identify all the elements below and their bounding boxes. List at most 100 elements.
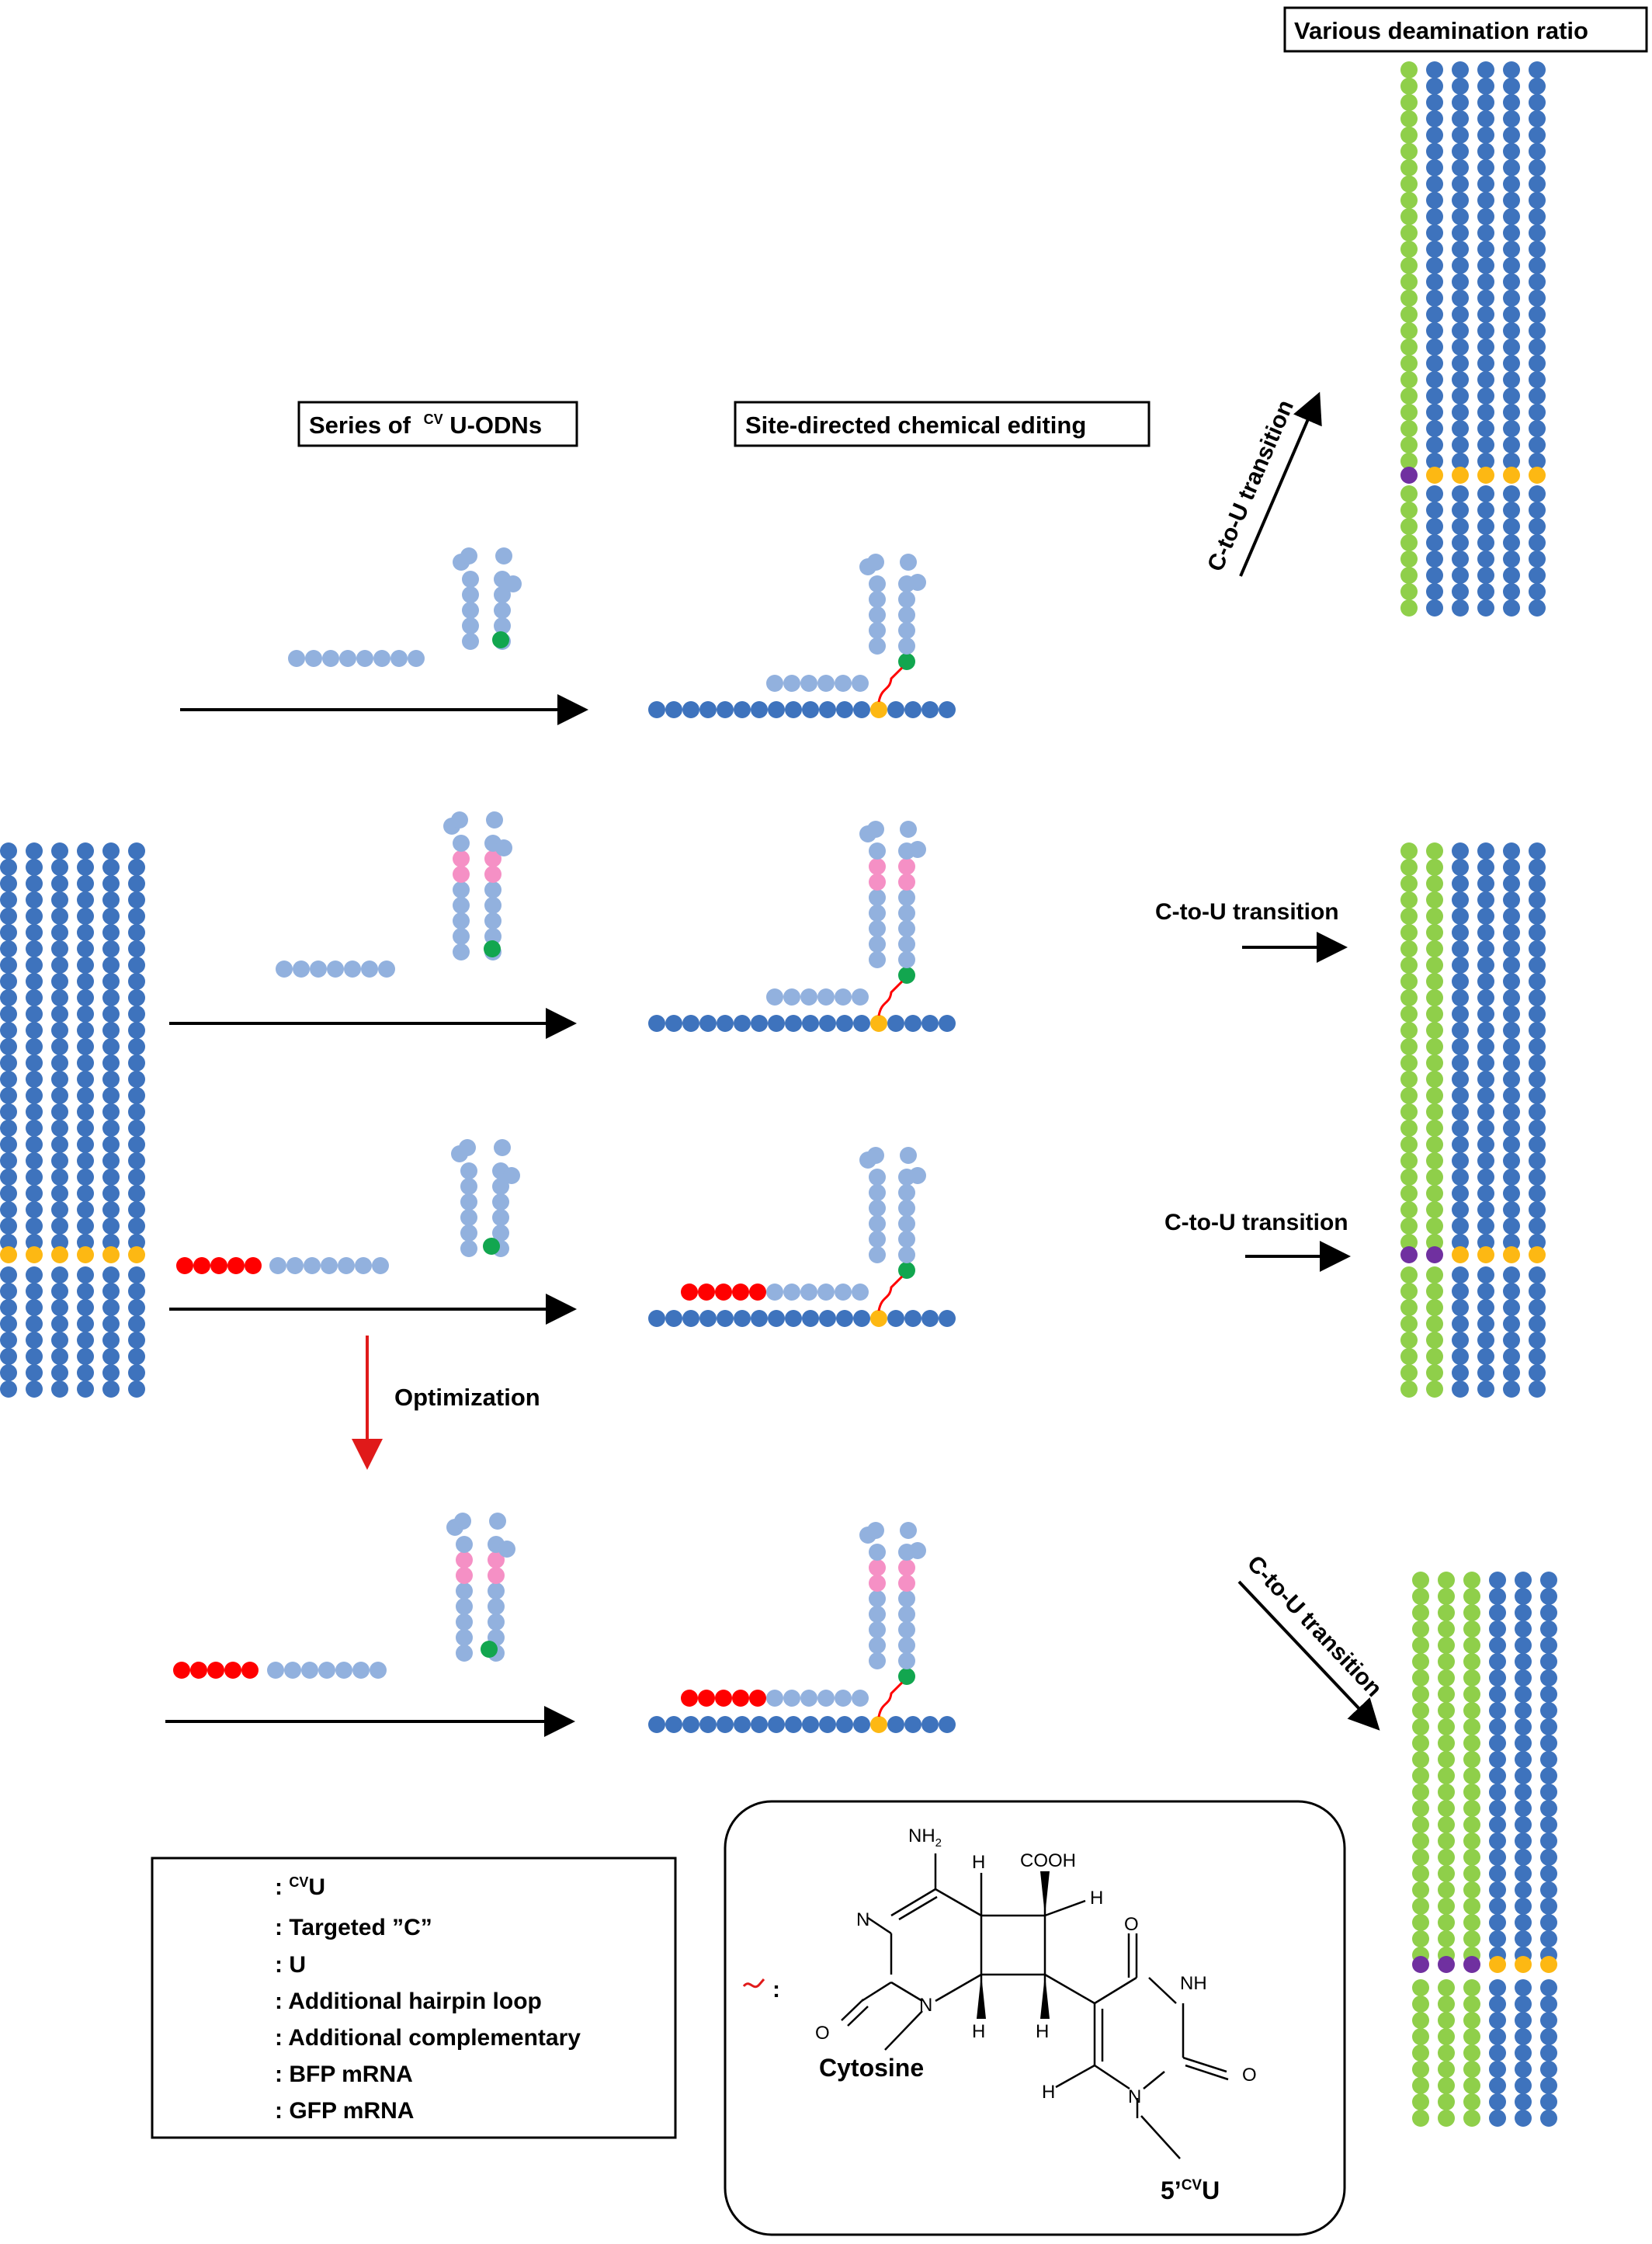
gfp-nucleotide	[1477, 1006, 1494, 1023]
nucleotide-dot	[867, 554, 884, 571]
gfp-nucleotide	[0, 842, 17, 860]
nucleotide-dot	[344, 960, 361, 978]
gfp-nucleotide	[1477, 241, 1494, 258]
bfp-nucleotide	[1400, 940, 1418, 957]
hairpin-nucleotide	[898, 858, 915, 875]
legend-u: : U	[275, 1952, 306, 1978]
targeted-c-nucleotide	[1503, 467, 1520, 484]
gfp-nucleotide	[1477, 1071, 1494, 1088]
gfp-nucleotide	[77, 1022, 94, 1039]
bfp-nucleotide	[1463, 1637, 1480, 1654]
oligo-dots-layer	[0, 61, 1557, 2127]
nucleotide-dot	[835, 1284, 852, 1301]
gfp-nucleotide	[77, 842, 94, 860]
gfp-nucleotide	[1503, 875, 1520, 892]
nucleotide-dot	[456, 1598, 473, 1615]
nucleotide-dot	[898, 1652, 915, 1669]
gfp-nucleotide	[1503, 1038, 1520, 1055]
editing-heading: Site-directed chemical editing	[734, 401, 1150, 447]
gfp-nucleotide	[1452, 1071, 1469, 1088]
bfp-nucleotide	[1438, 1979, 1455, 1996]
gfp-nucleotide	[51, 1348, 68, 1365]
cvu-label: 5’CVU	[1161, 2176, 1220, 2204]
gfp-nucleotide	[1529, 1120, 1546, 1137]
gfp-nucleotide	[102, 1185, 120, 1202]
gfp-nucleotide	[1529, 175, 1546, 193]
gfp-nucleotide	[102, 891, 120, 908]
gfp-nucleotide	[1452, 371, 1469, 388]
nucleotide-dot	[390, 650, 408, 667]
gfp-nucleotide	[1515, 1832, 1532, 1850]
optimization-label: Optimization	[394, 1384, 540, 1411]
bfp-nucleotide	[1438, 1604, 1455, 1621]
edited-u-nucleotide	[1400, 467, 1418, 484]
gfp-nucleotide	[1503, 973, 1520, 990]
gfp-nucleotide	[1477, 404, 1494, 421]
bfp-nucleotide	[1426, 1169, 1443, 1186]
bfp-nucleotide	[1412, 2110, 1429, 2127]
bfp-nucleotide	[1438, 1702, 1455, 1719]
crosslink-curve	[877, 666, 904, 703]
gfp-nucleotide	[1477, 875, 1494, 892]
bfp-nucleotide	[1463, 1751, 1480, 1768]
bfp-nucleotide	[1426, 1381, 1443, 1398]
bfp-nucleotide	[1438, 1898, 1455, 1915]
gfp-nucleotide	[1489, 1914, 1506, 1931]
nucleotide-dot	[460, 547, 477, 564]
gfp-nucleotide	[26, 973, 43, 990]
complementary-nucleotide	[732, 1690, 749, 1707]
gfp-nucleotide	[802, 1716, 819, 1733]
bfp-nucleotide	[1426, 1054, 1443, 1072]
gfp-nucleotide	[717, 701, 734, 718]
gfp-nucleotide	[128, 924, 145, 941]
nucleotide-dot	[766, 988, 783, 1006]
gfp-nucleotide	[51, 1218, 68, 1235]
gfp-nucleotide	[1540, 1784, 1557, 1801]
bfp-nucleotide	[1438, 1816, 1455, 1833]
nucleotide-dot	[817, 675, 835, 692]
nucleotide-dot	[852, 1284, 869, 1301]
gfp-nucleotide	[1529, 1364, 1546, 1381]
targeted-c-nucleotide	[1529, 1246, 1546, 1263]
gfp-nucleotide	[1452, 175, 1469, 193]
gfp-nucleotide	[26, 1022, 43, 1039]
bfp-nucleotide	[1400, 1152, 1418, 1169]
edited-u-nucleotide	[1412, 1956, 1429, 1973]
nucleotide-dot	[869, 1200, 886, 1217]
gfp-nucleotide	[1477, 306, 1494, 323]
bfp-nucleotide	[1463, 1572, 1480, 1589]
transition-label-2: C-to-U transition	[1155, 899, 1339, 925]
gfp-nucleotide	[939, 1310, 956, 1327]
bfp-nucleotide	[1400, 583, 1418, 600]
gfp-nucleotide	[1452, 1169, 1469, 1186]
gfp-nucleotide	[1515, 2028, 1532, 2045]
gfp-nucleotide	[1452, 502, 1469, 519]
nucleotide-dot	[494, 617, 511, 634]
bfp-nucleotide	[1412, 1767, 1429, 1784]
gfp-nucleotide	[26, 1299, 43, 1316]
gfp-nucleotide	[77, 973, 94, 990]
bfp-nucleotide	[1426, 1185, 1443, 1202]
gfp-nucleotide	[0, 1038, 17, 1055]
gfp-nucleotide	[51, 1201, 68, 1218]
nucleotide-dot	[909, 841, 926, 858]
gfp-nucleotide	[1489, 1718, 1506, 1735]
bfp-nucleotide	[1412, 1735, 1429, 1752]
bfp-nucleotide	[1463, 2012, 1480, 2029]
nucleotide-dot	[322, 650, 339, 667]
gfp-nucleotide	[1489, 1849, 1506, 1866]
gfp-nucleotide	[1452, 453, 1469, 470]
targeted-c-nucleotide	[870, 1716, 887, 1733]
targeted-c-nucleotide	[102, 1246, 120, 1263]
gfp-nucleotide	[1540, 1751, 1557, 1768]
gfp-nucleotide	[1540, 2044, 1557, 2062]
gfp-nucleotide	[1515, 1800, 1532, 1817]
gfp-nucleotide	[1540, 1767, 1557, 1784]
gfp-nucleotide	[1477, 355, 1494, 372]
complementary-nucleotide	[210, 1257, 227, 1274]
nucleotide-dot	[869, 1637, 886, 1654]
hairpin-nucleotide	[869, 858, 886, 875]
hairpin-nucleotide	[484, 866, 502, 883]
gfp-nucleotide	[887, 1015, 904, 1032]
gfp-nucleotide	[1503, 1054, 1520, 1072]
